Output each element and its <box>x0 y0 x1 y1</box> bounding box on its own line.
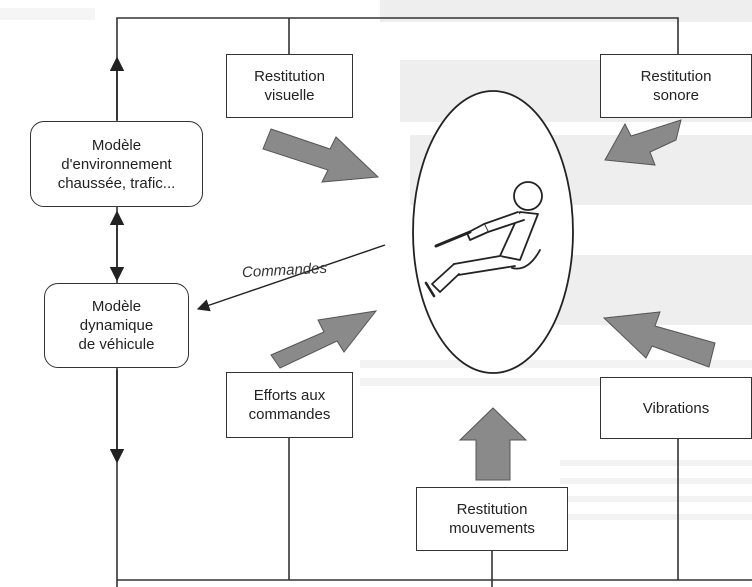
restitution-sonore-box: Restitution sonore <box>600 54 752 118</box>
arrow-sonore <box>605 120 681 165</box>
modele-environnement-label: Modèle d'environnement chaussée, trafic.… <box>58 136 176 193</box>
restitution-mouvements-box: Restitution mouvements <box>416 487 568 551</box>
efforts-commandes-label: Efforts aux commandes <box>249 386 331 424</box>
modele-environnement-box: Modèle d'environnement chaussée, trafic.… <box>30 121 203 207</box>
modele-dynamique-label: Modèle dynamique de véhicule <box>79 297 155 354</box>
restitution-visuelle-box: Restitution visuelle <box>226 54 353 118</box>
arrow-visuelle <box>263 129 378 182</box>
vibrations-label: Vibrations <box>643 399 709 418</box>
restitution-visuelle-label: Restitution visuelle <box>254 67 325 105</box>
arrow-mouvements <box>460 408 526 480</box>
driver-ellipse <box>413 91 573 373</box>
vibrations-box: Vibrations <box>600 377 752 439</box>
arrow-vibrations <box>604 312 715 367</box>
efforts-commandes-box: Efforts aux commandes <box>226 372 353 438</box>
restitution-mouvements-label: Restitution mouvements <box>449 500 535 538</box>
arrow-efforts <box>271 311 376 368</box>
modele-dynamique-box: Modèle dynamique de véhicule <box>44 283 189 368</box>
restitution-sonore-label: Restitution sonore <box>641 67 712 105</box>
